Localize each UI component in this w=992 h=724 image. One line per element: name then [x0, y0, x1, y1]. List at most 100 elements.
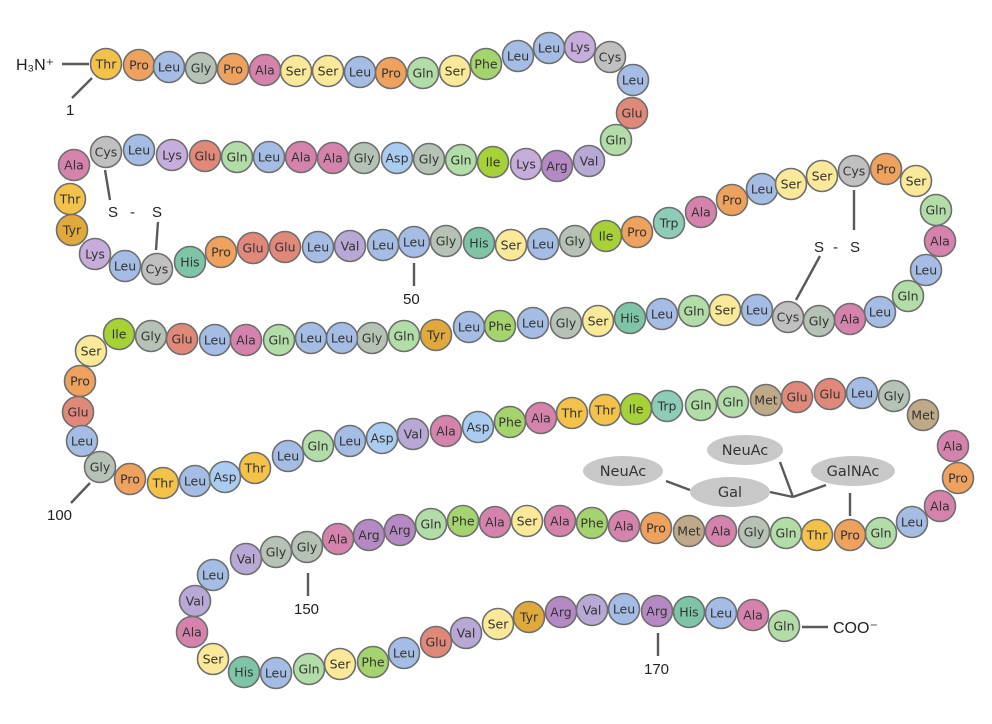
residue-35-label: Leu [128, 143, 150, 158]
residue-13-label: Phe [474, 57, 497, 72]
residue-47-label: Leu [307, 240, 329, 255]
residue-154-label: Ala [182, 625, 202, 640]
residue-126-label: Met [911, 408, 934, 423]
residue-129-label: Ala [930, 499, 950, 514]
residue-43-his [173, 245, 207, 279]
gal-label: Gal [718, 485, 742, 501]
residue-1-thr [89, 47, 123, 81]
residue-148-label: Ala [328, 532, 348, 547]
tick-1 [71, 77, 93, 99]
residue-126-met [906, 398, 940, 432]
residue-68-ala [923, 224, 957, 258]
residue-170-label: His [679, 605, 698, 620]
residue-41-label: Leu [114, 259, 136, 274]
residue-84-label: Leu [458, 320, 480, 335]
residue-86-label: Gln [393, 329, 414, 344]
residue-142-ser [510, 504, 544, 538]
residue-18-leu [616, 63, 650, 97]
residue-116-label: Thr [594, 403, 617, 418]
residue-74-label: Cys [777, 310, 800, 325]
residue-89-label: Leu [300, 331, 322, 346]
residue-92-label: Leu [204, 333, 226, 348]
residue-68-label: Ala [930, 234, 950, 249]
residue-80-label: Ser [588, 314, 610, 329]
residue-100-gly [83, 450, 117, 484]
residue-153-label: Val [186, 594, 205, 609]
residue-144-phe [446, 504, 480, 538]
tick-100 [70, 482, 91, 504]
residue-79-his [613, 301, 647, 335]
residue-136-ala [704, 514, 738, 548]
residue-158-label: Gln [298, 662, 319, 677]
residue-127-ala [936, 429, 970, 463]
residue-125-label: Gly [884, 389, 905, 404]
residue-107-gln [301, 429, 335, 463]
residue-118-trp [650, 389, 684, 423]
residue-57-label: Pro [627, 225, 647, 240]
residue-75-leu [740, 293, 774, 327]
residue-110-val [396, 417, 430, 451]
residue-101-pro [113, 462, 147, 496]
residue-79-label: His [620, 311, 639, 326]
residue-66-ser [899, 164, 933, 198]
residue-6-label: Ala [255, 63, 275, 78]
residue-62-ser [774, 167, 808, 201]
residue-115-label: Thr [561, 406, 584, 421]
residue-10-label: Pro [381, 66, 401, 81]
residue-156-his [227, 655, 261, 689]
residue-38-label: Thr [59, 192, 82, 207]
residue-141-label: Ala [550, 514, 570, 529]
residue-131-label: Gln [870, 526, 891, 541]
residue-106-label: Leu [277, 449, 299, 464]
residue-33-label: Glu [194, 149, 215, 164]
residue-128-label: Pro [948, 471, 968, 486]
residue-134-label: Gln [775, 526, 796, 541]
disulfide-2-s-right: S [850, 239, 860, 256]
residue-103-label: Leu [184, 474, 206, 489]
galnac-label: GalNAc [827, 464, 880, 480]
residue-78-label: Leu [651, 307, 673, 322]
residue-159-ser [323, 647, 357, 681]
residue-167-label: Val [583, 603, 602, 618]
residue-127-label: Ala [943, 439, 963, 454]
residue-58-label: Trp [659, 216, 679, 231]
residue-34-label: Lys [162, 148, 182, 163]
residue-20-label: Gln [605, 133, 626, 148]
disulfide-2-s-left: S [814, 239, 824, 256]
residue-143-ala [478, 505, 512, 539]
residue-152-leu [196, 558, 230, 592]
residue-45-label: Glu [242, 241, 263, 256]
residue-54-label: Leu [532, 237, 554, 252]
residue-8-ser [311, 54, 345, 88]
residue-160-phe [356, 645, 390, 679]
residue-41-leu [108, 249, 142, 283]
residue-60-pro [715, 183, 749, 217]
residue-19-label: Glu [621, 106, 642, 121]
residue-66-label: Ser [906, 174, 928, 189]
residue-59-ala [684, 195, 718, 229]
residue-86-gln [387, 319, 421, 353]
residue-138-label: Pro [646, 521, 666, 536]
residue-161-label: Leu [393, 646, 415, 661]
residue-8-label: Ser [318, 64, 340, 79]
residue-173-gln [767, 609, 801, 643]
residue-121-label: Met [754, 393, 777, 408]
residue-104-asp [208, 460, 242, 494]
residue-24-ile [476, 145, 510, 179]
residue-88-label: Leu [331, 331, 353, 346]
residue-94-gly [134, 319, 168, 353]
residue-56-label: Ile [599, 229, 614, 244]
residue-76-label: Ser [715, 303, 737, 318]
residue-21-label: Val [580, 154, 599, 169]
residue-92-leu [198, 323, 232, 357]
residue-123-label: Glu [819, 387, 840, 402]
residue-156-label: His [234, 665, 253, 680]
residue-36-label: Cys [95, 145, 118, 160]
residue-52-his [462, 226, 496, 260]
residue-139-ala [607, 509, 641, 543]
residue-163-val [449, 616, 483, 650]
residue-167-val [575, 593, 609, 627]
residue-129-ala [923, 489, 957, 523]
residue-107-label: Gln [307, 439, 328, 454]
residue-155-ser [196, 642, 230, 676]
